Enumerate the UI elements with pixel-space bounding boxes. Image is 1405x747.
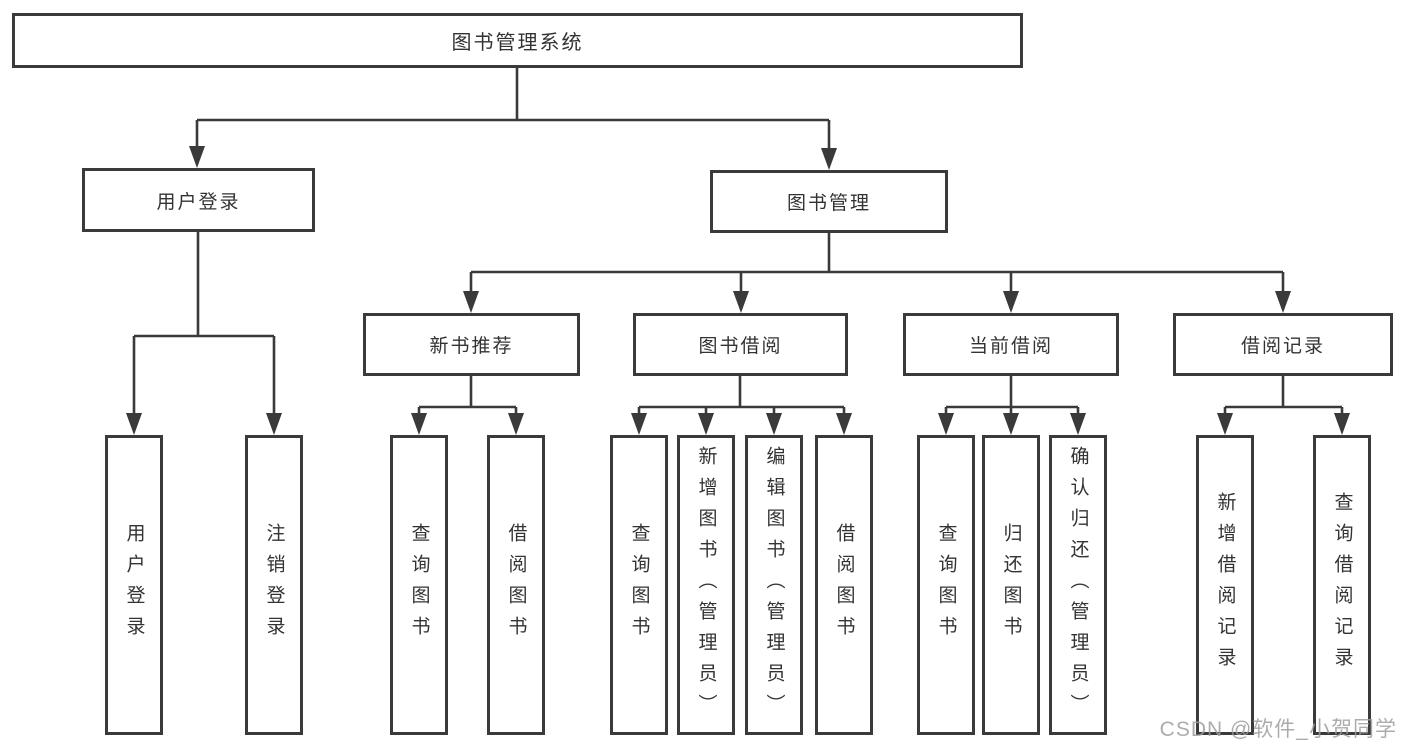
node-label: 借阅记录 bbox=[1240, 336, 1325, 357]
node-label: 图书管理系统 bbox=[451, 32, 584, 54]
node-label: 归还图书 bbox=[1000, 523, 1022, 647]
leaf-borrow-books-recommend: 借阅图书 bbox=[487, 435, 545, 735]
leaf-query-books-current: 查询图书 bbox=[917, 435, 975, 735]
node-label: 当前借阅 bbox=[968, 336, 1053, 357]
node-label: 编辑图书（管理员） bbox=[763, 445, 785, 725]
leaf-user-login: 用户登录 bbox=[105, 435, 163, 735]
node-label: 图书管理 bbox=[786, 193, 871, 214]
node-label: 用户登录 bbox=[123, 523, 145, 647]
node-user-login: 用户登录 bbox=[82, 168, 315, 232]
node-label: 借阅图书 bbox=[833, 523, 855, 647]
node-book-borrowing: 图书借阅 bbox=[633, 313, 848, 376]
node-label: 新增借阅记录 bbox=[1214, 492, 1236, 678]
node-borrowing-records: 借阅记录 bbox=[1173, 313, 1393, 376]
csdn-watermark: CSDN @软件_小贺同学 bbox=[1159, 718, 1397, 741]
leaf-confirm-return-admin: 确认归还（管理员） bbox=[1049, 435, 1107, 735]
leaf-logout: 注销登录 bbox=[245, 435, 303, 735]
node-label: 查询图书 bbox=[408, 523, 430, 647]
node-label: 用户登录 bbox=[156, 191, 241, 213]
node-label: 图书借阅 bbox=[698, 336, 783, 357]
leaf-edit-books-admin: 编辑图书（管理员） bbox=[745, 435, 803, 735]
leaf-query-books-recommend: 查询图书 bbox=[390, 435, 448, 735]
node-book-management: 图书管理 bbox=[710, 170, 948, 233]
leaf-add-books-admin: 新增图书（管理员） bbox=[677, 435, 735, 735]
node-label: 注销登录 bbox=[263, 523, 285, 647]
node-label: 查询图书 bbox=[628, 523, 650, 647]
node-label: 查询借阅记录 bbox=[1331, 492, 1353, 678]
node-new-book-recommend: 新书推荐 bbox=[363, 313, 580, 376]
leaf-add-borrow-record: 新增借阅记录 bbox=[1196, 435, 1254, 735]
node-label: 确认归还（管理员） bbox=[1067, 445, 1089, 725]
leaf-query-borrow-record: 查询借阅记录 bbox=[1313, 435, 1371, 735]
leaf-return-books: 归还图书 bbox=[982, 435, 1040, 735]
node-label: 查询图书 bbox=[935, 523, 957, 647]
node-label: 新书推荐 bbox=[429, 336, 514, 357]
node-library-management-system: 图书管理系统 bbox=[12, 13, 1023, 68]
leaf-borrow-books: 借阅图书 bbox=[815, 435, 873, 735]
node-label: 新增图书（管理员） bbox=[695, 445, 717, 725]
leaf-query-books-borrowing: 查询图书 bbox=[610, 435, 668, 735]
node-label: 借阅图书 bbox=[505, 523, 527, 647]
node-current-borrowing: 当前借阅 bbox=[903, 313, 1119, 376]
